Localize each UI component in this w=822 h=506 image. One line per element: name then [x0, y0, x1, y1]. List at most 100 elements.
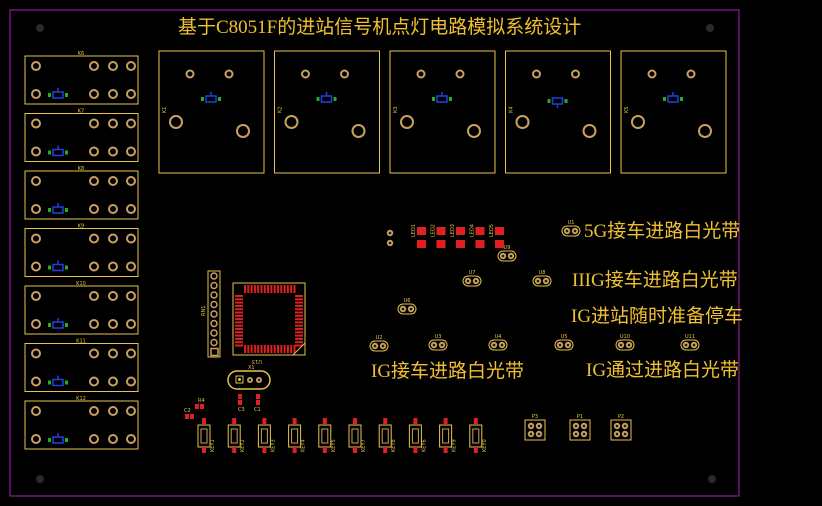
- mcu-pin: [270, 285, 273, 293]
- relay-label: K6: [78, 51, 84, 57]
- header-label: P1: [577, 414, 583, 420]
- mcu-pin: [273, 285, 276, 293]
- transistor-label: U5: [561, 334, 568, 340]
- key-pad: [353, 418, 357, 424]
- pad: [126, 204, 136, 214]
- mcu-pin: [295, 337, 303, 340]
- transistor: U4: [488, 334, 508, 351]
- pad: [126, 261, 136, 272]
- key-switch: KEY0: [469, 418, 488, 453]
- relay-outline: [24, 400, 139, 450]
- crystal: X1: [227, 365, 271, 390]
- board-title: 基于C8051F的进站信号机点灯电路模拟系统设计: [178, 16, 581, 38]
- transistor-outline: [488, 339, 508, 351]
- transistor-label: U4: [495, 334, 502, 340]
- led-label: LED4: [470, 224, 476, 237]
- pad: [89, 434, 99, 444]
- relay-label: K1: [162, 107, 168, 113]
- pin-header: P2: [610, 414, 632, 441]
- key-switch: KEY5: [318, 418, 337, 453]
- key-pad: [473, 447, 478, 453]
- pad: [126, 434, 136, 444]
- pad-hole: [565, 229, 569, 233]
- pad: [210, 347, 219, 357]
- mcu-pin: [247, 285, 250, 293]
- mcu-pin: [260, 345, 263, 353]
- key-pad: [292, 447, 297, 453]
- mcu-pin: [235, 341, 243, 344]
- relay-module: K3: [389, 50, 496, 174]
- key-body: [411, 428, 419, 444]
- led: LED4: [470, 224, 485, 248]
- transistor-footprint: [48, 260, 68, 272]
- key-pad: [473, 418, 478, 424]
- transistor-label: U1: [568, 220, 575, 226]
- pad-hole: [536, 279, 540, 283]
- pad-hole: [544, 279, 548, 283]
- key-outline: [197, 424, 211, 448]
- mcu-pin: [235, 295, 243, 297]
- transistor-footprint: [48, 375, 68, 387]
- body: [320, 95, 333, 103]
- key-pad: [383, 447, 388, 453]
- key-pad: [413, 447, 418, 453]
- body: [52, 436, 64, 444]
- pad: [582, 124, 597, 138]
- mcu-pin: [273, 345, 276, 353]
- pad-hole: [537, 432, 541, 436]
- pad-hole: [388, 241, 392, 245]
- pad-green: [65, 208, 68, 212]
- key-label: KEY6: [421, 439, 427, 452]
- relay-outline: [24, 170, 139, 220]
- header-label: P2: [618, 414, 624, 420]
- pad-hole: [537, 424, 541, 428]
- key-pad: [322, 418, 327, 424]
- transistor-label: U9: [504, 245, 511, 251]
- mcu-pin: [295, 308, 303, 311]
- key-switch: KEY1: [197, 418, 216, 453]
- ref-label: C3: [238, 407, 245, 413]
- pad-green: [663, 97, 666, 101]
- relay-label: K9: [78, 224, 84, 230]
- relay-label: K11: [76, 339, 86, 345]
- board-outline: [9, 9, 740, 497]
- mcu-pin: [295, 341, 303, 344]
- pad-hole: [582, 424, 586, 428]
- mcu-pin: [293, 285, 296, 293]
- mcu-pin: [257, 345, 260, 353]
- relay-label: K7: [78, 109, 84, 115]
- mcu-pin: [295, 324, 303, 327]
- mcu-pin: [247, 345, 250, 353]
- pad: [210, 310, 218, 318]
- pad-hole: [623, 424, 627, 428]
- mcu-pin: [235, 314, 243, 317]
- mcu-pin: [250, 345, 253, 353]
- pad: [126, 118, 136, 129]
- pad: [224, 69, 234, 79]
- transistor-footprint: [48, 203, 68, 214]
- key-switch: KEY9: [439, 418, 458, 453]
- pad: [108, 89, 118, 99]
- relay-label: K5: [624, 107, 630, 113]
- signal-note: IG接车进路白光带: [371, 360, 524, 382]
- pad-hole: [492, 343, 496, 347]
- key-pad: [383, 418, 388, 424]
- key-switch: KEY6: [408, 418, 427, 453]
- mcu-pin: [283, 345, 286, 353]
- pad-hole: [388, 231, 392, 235]
- transistor: U10: [615, 334, 635, 351]
- pad: [89, 176, 99, 186]
- key-pad: [262, 418, 267, 424]
- mounting-hole: [36, 24, 44, 32]
- relay-module: K9: [24, 224, 139, 277]
- led: LED2: [431, 224, 446, 248]
- mcu-pin: [295, 331, 303, 334]
- pad-green: [201, 97, 204, 101]
- pad: [126, 291, 136, 301]
- pad-green: [65, 150, 68, 155]
- pad-hole: [509, 254, 513, 258]
- key-label: KEY0: [482, 439, 488, 452]
- passives: R4 C2 C3 C1: [184, 394, 261, 419]
- mcu-chip: U13: [232, 282, 306, 364]
